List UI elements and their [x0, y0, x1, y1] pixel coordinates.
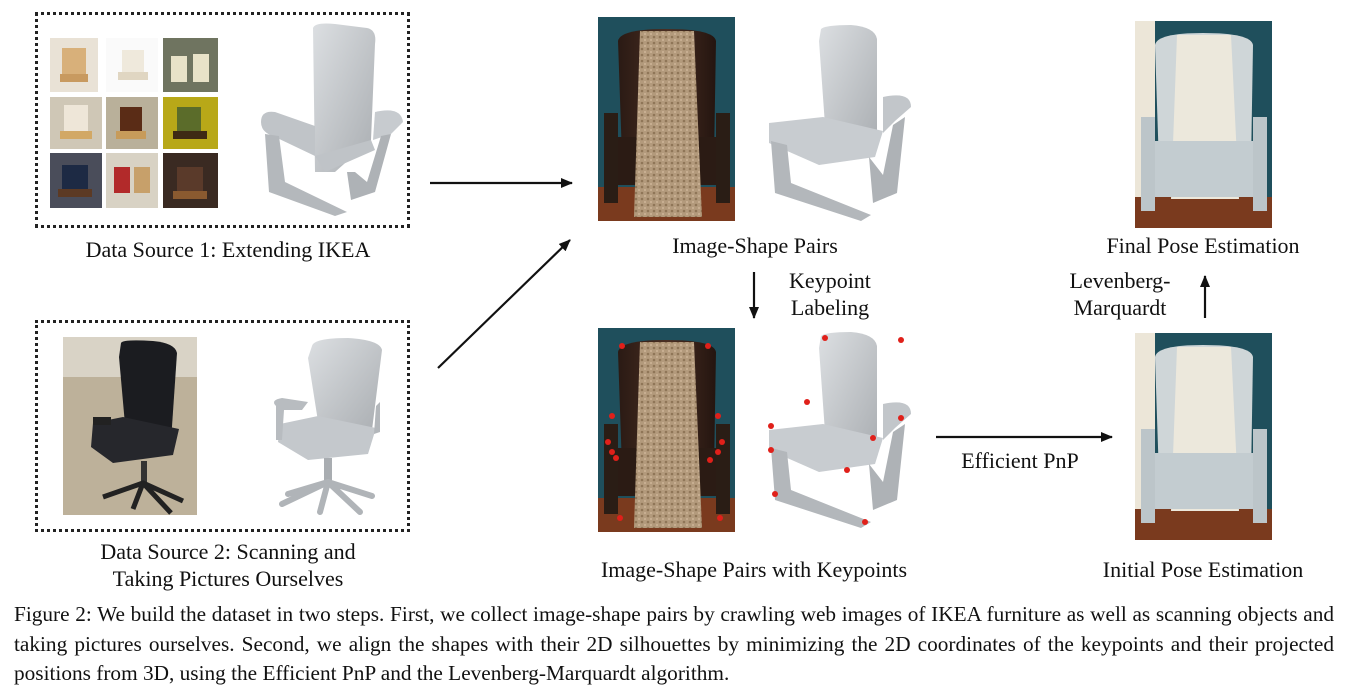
- poang-photo-keypoints: [598, 328, 735, 532]
- initial-pose-photo: [1135, 333, 1272, 540]
- poang-photo: [598, 17, 735, 221]
- poang-shape: [765, 25, 915, 225]
- thumbnail: [106, 153, 158, 208]
- data-source-1-label: Data Source 1: Extending IKEA: [85, 237, 371, 262]
- thumbnail: [50, 153, 102, 208]
- initial-pose-label: Initial Pose Estimation: [1102, 557, 1304, 582]
- office-chair-photo: [63, 337, 197, 515]
- keypoint-labeling-line1: Keypoint: [789, 268, 871, 293]
- data-source-2-box: [35, 320, 410, 532]
- thumbnail: [106, 97, 158, 149]
- thumbnail: [106, 38, 158, 92]
- office-chair-shape: [268, 336, 386, 518]
- final-pose-label: Final Pose Estimation: [1106, 233, 1300, 258]
- final-pose-photo: [1135, 21, 1272, 228]
- data-source-2-label-line2: Taking Pictures Ourselves: [112, 566, 344, 591]
- figure-caption: Figure 2: We build the dataset in two st…: [14, 602, 1334, 685]
- thumbnail: [163, 38, 218, 92]
- levenberg-line1: Levenberg-: [1069, 268, 1171, 293]
- data-source-1-box: [35, 12, 410, 228]
- efficient-pnp-label: Efficient PnP: [961, 448, 1079, 473]
- thumbnail: [50, 38, 98, 92]
- thumbnail: [50, 97, 102, 149]
- thumbnail: [163, 97, 218, 149]
- arrow-source2-to-pairs: [437, 239, 571, 369]
- data-source-2-label-line1: Data Source 2: Scanning and: [100, 539, 356, 564]
- image-shape-pairs-label: Image-Shape Pairs: [672, 233, 838, 258]
- arrows-layer: [430, 178, 1210, 442]
- ikea-chair-shape: [255, 22, 405, 218]
- levenberg-line2: Marquardt: [1073, 295, 1167, 320]
- keypoint-labeling-line2: Labeling: [790, 295, 870, 320]
- poang-shape-keypoints: [765, 332, 915, 532]
- thumbnail: [163, 153, 218, 208]
- image-shape-pairs-keypoints-label: Image-Shape Pairs with Keypoints: [600, 557, 908, 582]
